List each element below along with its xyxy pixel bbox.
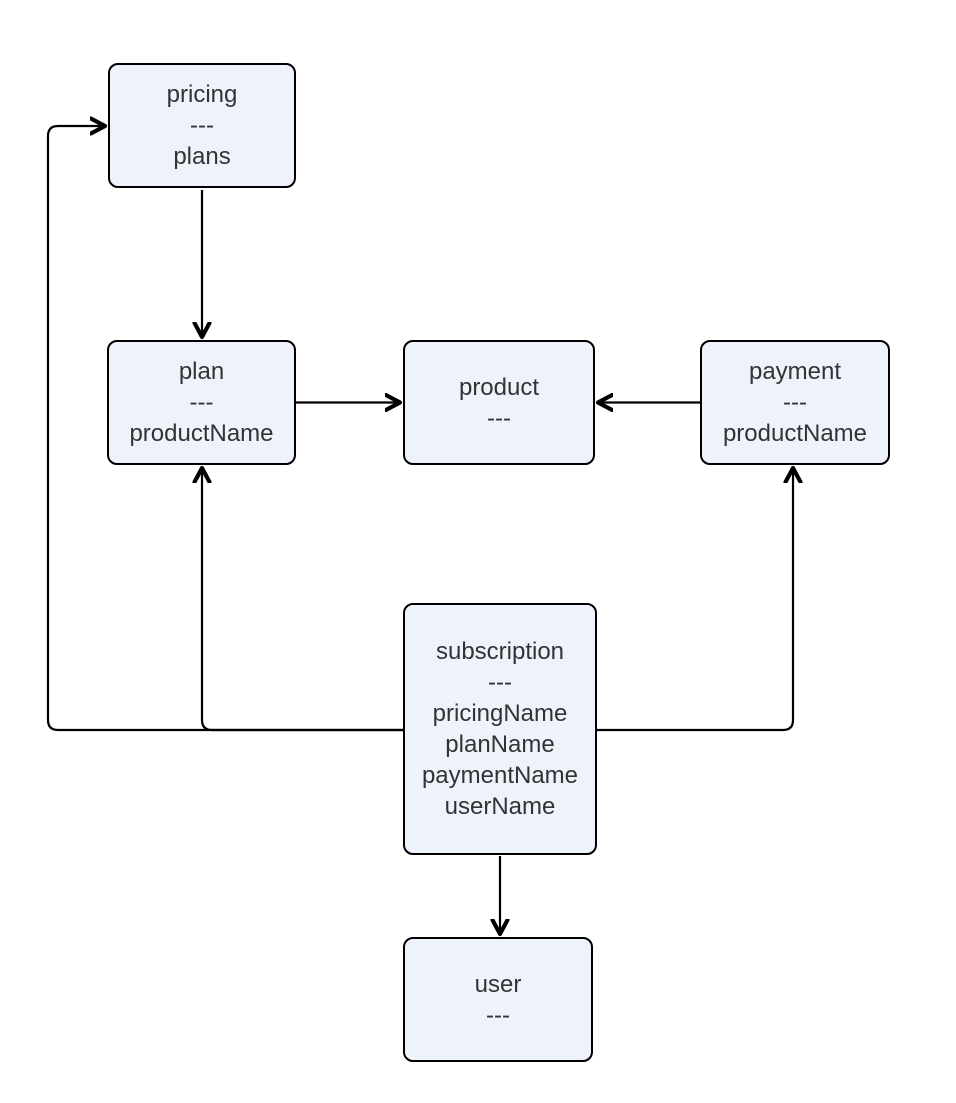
node-pricing: pricing --- plans: [108, 63, 296, 188]
node-title: product: [458, 373, 540, 401]
node-title: subscription: [435, 638, 565, 665]
node-separator: ---: [190, 112, 214, 139]
node-product: product ---: [403, 340, 595, 465]
node-separator: ---: [189, 389, 214, 416]
node-title: plan: [178, 358, 225, 385]
node-attribute: pricingName: [432, 700, 568, 727]
node-subscription: subscription --- pricingName planName pa…: [403, 603, 597, 855]
edge-subscription-to-plan: [202, 468, 403, 732]
node-separator: ---: [783, 389, 807, 416]
node-separator: ---: [487, 404, 511, 432]
node-payment: payment --- productName: [700, 340, 890, 465]
node-attribute: paymentName: [421, 762, 579, 789]
node-user: user ---: [403, 937, 593, 1062]
node-attribute: userName: [444, 793, 556, 820]
edge-subscription-to-pricing: [46, 126, 403, 732]
node-title: pricing: [166, 81, 238, 108]
node-attribute: productName: [129, 420, 274, 447]
node-attribute: productName: [722, 420, 868, 447]
node-attribute: planName: [445, 731, 555, 758]
edge-subscription-to-payment: [597, 468, 793, 732]
node-attribute: plans: [173, 143, 231, 170]
node-title: user: [474, 970, 522, 998]
node-plan: plan --- productName: [107, 340, 296, 465]
node-separator: ---: [488, 669, 512, 696]
node-title: payment: [748, 358, 842, 385]
node-separator: ---: [486, 1001, 510, 1029]
